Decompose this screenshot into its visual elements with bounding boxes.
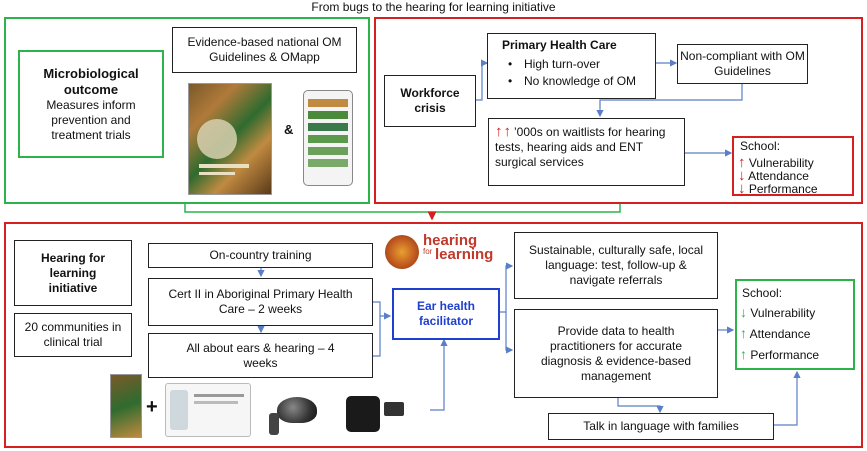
otoscope-image bbox=[259, 383, 337, 438]
microbiological-title: Microbiological outcome bbox=[43, 65, 139, 97]
cert-box: Cert II in Aboriginal Primary Health Car… bbox=[148, 278, 373, 326]
sustainable-text: Sustainable, culturally safe, local lang… bbox=[528, 243, 704, 287]
microbiological-box: Microbiological outcome Measures inform … bbox=[18, 50, 164, 158]
omapp-phone-image bbox=[303, 90, 353, 186]
phc-box: Primary Health Care High turn-over No kn… bbox=[487, 33, 656, 99]
top-left-frame bbox=[4, 17, 370, 204]
facilitator-box: Ear health facilitator bbox=[392, 288, 500, 340]
hfl-title-box: Hearing for learning initiative bbox=[14, 240, 132, 306]
noncompliant-box: Non-compliant with OM Guidelines bbox=[677, 44, 808, 84]
audiometer-image bbox=[346, 392, 406, 436]
school-item-bottom: ↓ Vulnerability bbox=[740, 304, 816, 320]
up-arrow-icon: ↑ bbox=[495, 123, 503, 140]
ears-text: All about ears & hearing – 4 weeks bbox=[186, 340, 335, 370]
school-title-bottom: School: bbox=[742, 286, 783, 300]
school-item-bottom: ↑ Performance bbox=[740, 346, 820, 362]
school-item-bottom: ↑ Attendance bbox=[740, 325, 811, 341]
logo-word: hearing bbox=[423, 232, 478, 249]
on-country-text: On-country training bbox=[209, 248, 312, 262]
phc-item: No knowledge of OM bbox=[502, 73, 655, 90]
waitlist-text: ’000s on waitlists for hearing tests, he… bbox=[495, 125, 666, 169]
school-item-top: ↑ Vulnerability bbox=[738, 154, 814, 171]
school-item-top: ↓ Attendance bbox=[738, 167, 809, 184]
up-arrow-icon: ↑ bbox=[738, 154, 746, 171]
school-item-top: ↓ Performance bbox=[738, 180, 818, 197]
down-arrow-icon: ↓ bbox=[740, 304, 747, 320]
facilitator-text: Ear health facilitator bbox=[416, 299, 476, 328]
noncompliant-text: Non-compliant with OM Guidelines bbox=[680, 49, 805, 78]
guidelines-book-image bbox=[188, 83, 272, 195]
provide-text: Provide data to health practitioners for… bbox=[540, 323, 692, 383]
microbiological-text: Measures inform prevention and treatment… bbox=[46, 97, 136, 142]
workforce-crisis-text: Workforce crisis bbox=[400, 86, 460, 115]
on-country-box: On-country training bbox=[148, 243, 373, 268]
communities-text: 20 communities in clinical trial bbox=[24, 320, 122, 349]
school-title-top: School: bbox=[740, 139, 781, 153]
school-box-bottom bbox=[735, 279, 855, 370]
training-book-image bbox=[110, 374, 142, 438]
page-title: From bugs to the hearing for learning in… bbox=[311, 0, 556, 14]
logo-word: for bbox=[423, 247, 433, 256]
down-arrow-icon: ↓ bbox=[738, 180, 746, 197]
school-box-top bbox=[732, 136, 854, 196]
workforce-crisis-box: Workforce crisis bbox=[384, 75, 476, 127]
hfl-logo: hearing for learning bbox=[383, 233, 507, 275]
bottom-frame bbox=[4, 222, 863, 448]
up-arrow-icon: ↑ bbox=[740, 346, 747, 362]
cert-text: Cert II in Aboriginal Primary Health Car… bbox=[168, 287, 353, 316]
tablet-app-image bbox=[165, 383, 251, 437]
communities-box: 20 communities in clinical trial bbox=[14, 313, 132, 357]
waitlist-box: ↑↑’000s on waitlists for hearing tests, … bbox=[488, 118, 685, 186]
plus-sign: + bbox=[146, 396, 158, 418]
guidelines-text: Evidence-based national OM Guidelines & … bbox=[187, 35, 342, 64]
hfl-title: Hearing for learning initiative bbox=[40, 250, 105, 295]
sustainable-box: Sustainable, culturally safe, local lang… bbox=[514, 232, 718, 299]
down-arrow-icon: ↓ bbox=[738, 167, 746, 184]
guidelines-box: Evidence-based national OM Guidelines & … bbox=[172, 27, 357, 73]
up-arrow-icon: ↑ bbox=[503, 123, 512, 140]
provide-box: Provide data to health practitioners for… bbox=[514, 309, 718, 398]
phc-title: Primary Health Care bbox=[502, 38, 617, 52]
phc-item: High turn-over bbox=[502, 56, 655, 73]
talk-box: Talk in language with families bbox=[548, 413, 774, 440]
top-right-frame bbox=[374, 17, 863, 204]
up-arrow-icon: ↑ bbox=[740, 325, 747, 341]
ear-icon bbox=[385, 235, 419, 269]
ears-box: All about ears & hearing – 4 weeks bbox=[148, 333, 373, 378]
talk-text: Talk in language with families bbox=[583, 419, 739, 433]
ampersand: & bbox=[284, 122, 294, 137]
logo-word: learning bbox=[435, 246, 494, 263]
